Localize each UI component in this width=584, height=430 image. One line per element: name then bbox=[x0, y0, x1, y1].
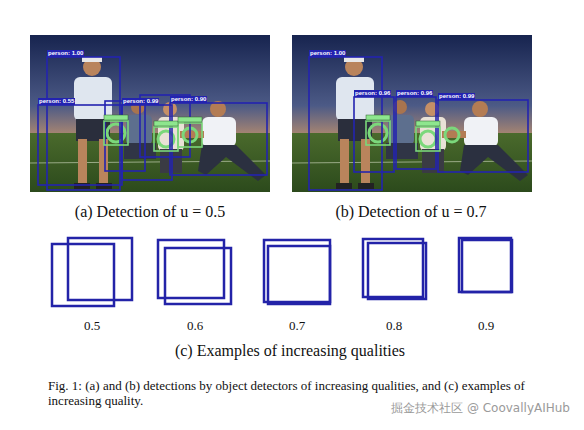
detection-photo bbox=[30, 35, 270, 192]
detection-tag: person: 0.99 bbox=[122, 98, 159, 105]
iou-value: 0.6 bbox=[187, 318, 203, 333]
iou-value: 0.7 bbox=[289, 318, 305, 333]
figure-caption: Fig. 1: (a) and (b) detections by object… bbox=[48, 378, 528, 408]
watermark: 掘金技术社区 @ CoovallyAIHub bbox=[391, 401, 570, 415]
detection-tag: person: 0.99 bbox=[438, 93, 475, 100]
detection-tag: person: 0.55 bbox=[38, 98, 75, 105]
detection-tag: person: 0.90 bbox=[170, 96, 207, 103]
detection-tag: person: 0.96 bbox=[354, 90, 391, 97]
iou-value: 0.8 bbox=[386, 318, 402, 333]
detection-tag: person: 0.96 bbox=[396, 90, 433, 97]
detection-tag: person: 1.00 bbox=[47, 50, 84, 57]
subfigure-caption: (a) Detection of u = 0.5 bbox=[75, 202, 225, 221]
iou-value: 0.9 bbox=[478, 318, 494, 333]
iou-box-pairs bbox=[52, 238, 512, 306]
subfigure-caption: (b) Detection of u = 0.7 bbox=[335, 202, 486, 221]
detection-tag: person: 1.00 bbox=[309, 50, 346, 57]
detection-photo bbox=[292, 35, 532, 192]
iou-value: 0.5 bbox=[84, 318, 100, 333]
subfigure-caption: (c) Examples of increasing qualities bbox=[175, 341, 405, 360]
